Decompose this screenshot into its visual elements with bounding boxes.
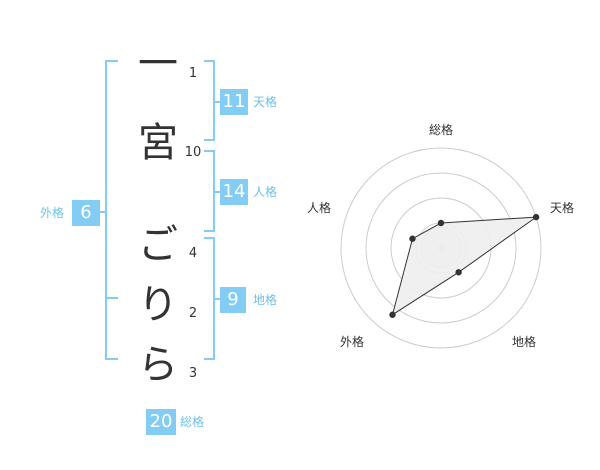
radar-point-3 <box>455 269 462 276</box>
soukaku-value: 20 <box>146 409 176 435</box>
name-char-5: ら <box>138 342 178 388</box>
radar-ring <box>340 147 542 349</box>
tenkaku-label: 天格 <box>253 95 278 109</box>
radar-label-gaikaku: 外格 <box>340 334 364 349</box>
radar-point-2 <box>532 213 540 221</box>
name-char-1: 一 <box>138 41 178 87</box>
name-char-4: り <box>138 282 178 328</box>
gaikaku-value: 6 <box>72 200 100 226</box>
radar-ring <box>365 172 517 324</box>
radar-chart: 総格 天格 地格 外格 人格 <box>307 122 574 349</box>
name-char-3: ご <box>138 222 178 268</box>
jinkaku-label: 人格 <box>253 185 278 199</box>
radar-point-4 <box>389 311 396 318</box>
stroke-count-1: 1 <box>188 66 198 81</box>
soukaku-label: 総格 <box>180 415 205 429</box>
stroke-count-3: 4 <box>188 246 198 261</box>
brackets <box>92 60 220 360</box>
stroke-count-4: 2 <box>188 306 198 321</box>
jinkaku-value: 14 <box>220 179 248 205</box>
radar-label-soukaku: 総格 <box>429 122 453 137</box>
outer-bracket <box>105 60 118 360</box>
radar-point-1 <box>437 219 445 227</box>
jinkaku-bracket <box>204 150 215 232</box>
stroke-count-2: 10 <box>184 145 202 160</box>
radar-points <box>389 213 540 318</box>
stroke-count-5: 3 <box>188 366 198 381</box>
gaikaku-label: 外格 <box>40 206 65 220</box>
radar-polygon <box>391 216 538 316</box>
radar-label-tenkaku: 天格 <box>550 200 574 215</box>
tenkaku-value: 11 <box>220 89 248 115</box>
chikaku-label: 地格 <box>253 293 278 307</box>
name-char-2: 宮 <box>138 120 178 166</box>
chikaku-value: 9 <box>220 287 246 313</box>
radar-label-chikaku: 地格 <box>512 334 536 349</box>
tenkaku-bracket <box>204 60 215 141</box>
radar-label-jinkaku: 人格 <box>307 200 331 215</box>
radar-point-5 <box>409 235 416 242</box>
